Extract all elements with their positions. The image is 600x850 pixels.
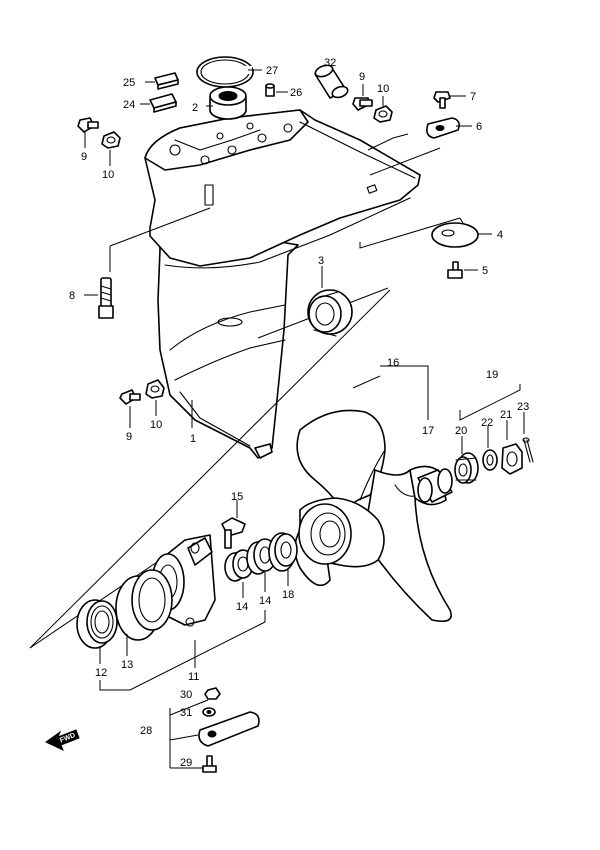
part-12-bearing — [76, 599, 118, 664]
fwd-direction-arrow: FWD — [45, 729, 80, 751]
part-16-propeller — [294, 409, 452, 623]
label-29: 29 — [180, 757, 192, 769]
label-4: 4 — [497, 229, 503, 241]
callout-labels: 1 2 3 4 5 6 7 8 9 9 9 10 10 10 11 12 13 … — [69, 57, 529, 769]
label-27: 27 — [266, 65, 278, 77]
label-24: 24 — [123, 99, 135, 111]
label-13: 13 — [121, 659, 133, 671]
part-28-trim-tab-plate — [198, 711, 260, 747]
label-9-lower: 9 — [126, 431, 132, 443]
part-13-o-ring — [115, 569, 173, 656]
part-23-cotter-pin — [522, 412, 534, 463]
label-16: 16 — [387, 357, 399, 369]
label-17: 17 — [422, 425, 434, 437]
label-15: 15 — [231, 491, 243, 503]
label-21: 21 — [500, 409, 512, 421]
label-10-top: 10 — [377, 83, 389, 95]
part-9-bolt-lower — [119, 389, 141, 428]
part-10-washer-lower — [145, 379, 165, 416]
label-28: 28 — [140, 725, 152, 737]
label-8: 8 — [69, 290, 75, 302]
label-14-a: 14 — [236, 601, 248, 613]
label-23: 23 — [517, 401, 529, 413]
label-20: 20 — [455, 425, 467, 437]
label-22: 22 — [481, 417, 493, 429]
label-9-top: 9 — [359, 71, 365, 83]
part-30-nut — [204, 687, 221, 700]
label-32: 32 — [324, 57, 336, 69]
label-5: 5 — [482, 265, 488, 277]
label-26: 26 — [290, 87, 302, 99]
part-21-nut — [501, 420, 523, 475]
part-22-washer — [482, 426, 498, 471]
arrow-forward-icon — [45, 729, 80, 751]
part-10-washer-left — [101, 131, 121, 166]
label-14-b: 14 — [259, 595, 271, 607]
part-7-screw — [433, 91, 466, 109]
label-11: 11 — [188, 671, 199, 683]
part-6-anode — [426, 117, 472, 139]
label-6: 6 — [476, 121, 482, 133]
part-4-trim-tab — [431, 222, 492, 248]
label-1: 1 — [190, 433, 196, 445]
part-31-washer — [202, 707, 216, 717]
part-27-circlip — [196, 56, 262, 88]
part-29-screw — [202, 755, 217, 773]
part-20-spacer — [454, 436, 479, 484]
label-30: 30 — [180, 689, 192, 701]
label-3: 3 — [318, 255, 324, 267]
part-10-washer-top — [373, 96, 393, 123]
part-24-pin — [140, 93, 177, 113]
label-7: 7 — [470, 91, 476, 103]
label-10-lower: 10 — [150, 419, 162, 431]
label-19: 19 — [486, 369, 498, 381]
label-25: 25 — [123, 77, 135, 89]
label-12: 12 — [95, 667, 107, 679]
part-18-seal — [268, 532, 298, 586]
part-2-bearing — [206, 86, 247, 120]
leader-lines — [29, 133, 521, 769]
part-26-dowel — [265, 83, 288, 97]
gear-case-housing — [144, 109, 421, 459]
label-10-left: 10 — [102, 169, 114, 181]
part-9-bolt-top — [352, 84, 373, 111]
part-5-bolt — [447, 261, 478, 279]
part-9-bolt-left — [77, 117, 99, 148]
label-31: 31 — [180, 707, 192, 719]
part-3-bearing — [307, 266, 353, 337]
part-17-bushing — [417, 468, 453, 503]
part-25-pin — [145, 72, 179, 90]
part-8-stud — [84, 277, 114, 319]
label-2: 2 — [192, 102, 198, 114]
label-18: 18 — [282, 589, 294, 601]
label-9-left: 9 — [81, 151, 87, 163]
part-32-grommet — [314, 64, 349, 99]
part-15-bolt — [221, 500, 246, 549]
